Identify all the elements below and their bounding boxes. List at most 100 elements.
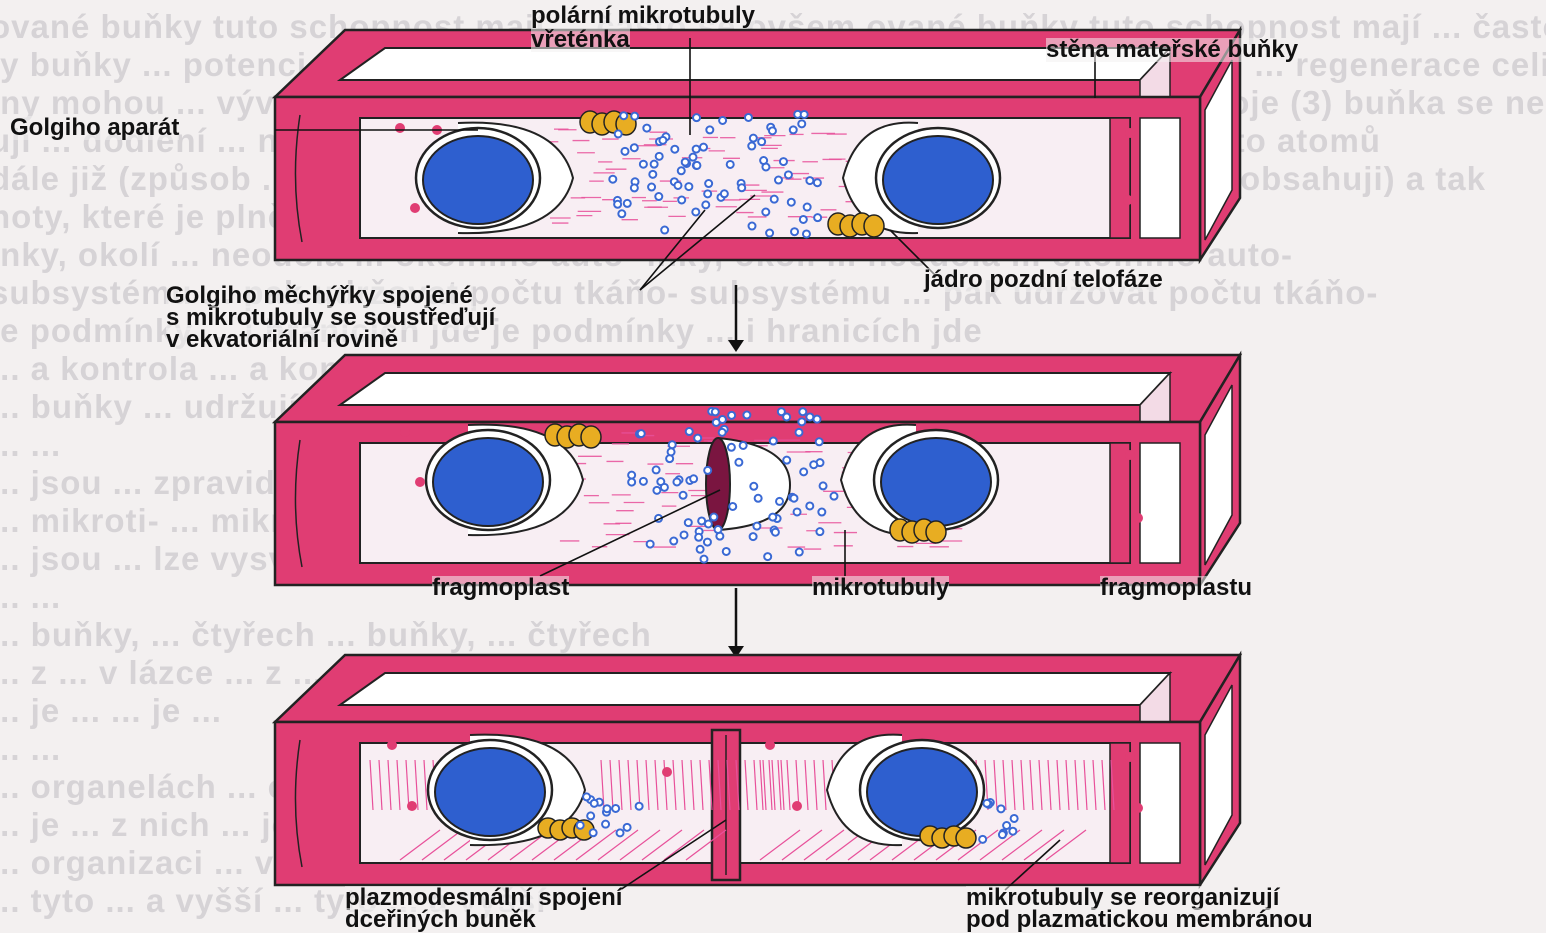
vesicle-icon <box>1009 828 1016 835</box>
vesicle-icon <box>649 171 656 178</box>
vesicle-icon <box>591 800 598 807</box>
vesicle-icon <box>806 177 813 184</box>
nucleus-icon <box>881 438 991 526</box>
red-dot <box>1123 195 1133 205</box>
vesicle-icon <box>686 428 693 435</box>
vesicle-icon <box>700 144 707 151</box>
vesicle-icon <box>795 429 802 436</box>
vesicle-icon <box>979 836 986 843</box>
vesicle-icon <box>775 177 782 184</box>
vesicle-icon <box>715 526 722 533</box>
vesicle-icon <box>816 438 823 445</box>
vesicle-icon <box>723 548 730 555</box>
golgi-apparatus-icon <box>864 215 884 237</box>
vesicle-icon <box>1011 815 1018 822</box>
vesicle-icon <box>788 199 795 206</box>
vesicle-icon <box>983 800 990 807</box>
golgi-apparatus-icon <box>581 426 601 448</box>
vesicle-icon <box>671 146 678 153</box>
label-microtubules: mikrotubuly <box>812 576 949 600</box>
vesicle-icon <box>704 190 711 197</box>
vesicle-icon <box>753 523 760 530</box>
vesicle-icon <box>587 812 594 819</box>
label-polar-microtubules-line2: vřeténka <box>531 28 630 52</box>
vesicle-icon <box>656 153 663 160</box>
vesicle-icon <box>631 144 638 151</box>
label-golgi-vesicles-line3: v ekvatoriální rovině <box>166 328 398 352</box>
vesicle-icon <box>618 210 625 217</box>
vesicle-icon <box>712 408 719 415</box>
vesicle-icon <box>806 502 813 509</box>
vesicle-icon <box>818 509 825 516</box>
vesicle-icon <box>750 483 757 490</box>
vesicle-icon <box>738 184 745 191</box>
vesicle-icon <box>796 549 803 556</box>
vesicle-icon <box>783 457 790 464</box>
vesicle-icon <box>728 444 735 451</box>
vesicle-icon <box>719 416 726 423</box>
vesicle-icon <box>614 201 621 208</box>
vesicle-icon <box>721 190 728 197</box>
vesicle-icon <box>745 114 752 121</box>
vesicle-icon <box>603 805 610 812</box>
vesicle-icon <box>702 201 709 208</box>
vesicle-icon <box>798 120 805 127</box>
red-dot <box>1125 450 1135 460</box>
golgi-apparatus-icon <box>956 828 976 848</box>
vesicle-icon <box>770 438 777 445</box>
vesicle-icon <box>719 117 726 124</box>
red-dot <box>407 801 417 811</box>
vesicle-icon <box>790 495 797 502</box>
cell-top-opening <box>340 673 1170 705</box>
cell-right-end-wall <box>1110 443 1130 563</box>
red-dot <box>765 740 775 750</box>
red-dot <box>1133 513 1143 523</box>
vesicle-icon <box>659 137 666 144</box>
vesicle-icon <box>638 430 645 437</box>
vesicle-icon <box>999 831 1006 838</box>
vesicle-icon <box>748 143 755 150</box>
vesicle-icon <box>785 171 792 178</box>
vesicle-icon <box>729 503 736 510</box>
vesicle-icon <box>810 461 817 468</box>
vesicle-icon <box>794 508 801 515</box>
nucleus-icon <box>423 136 533 224</box>
vesicle-icon <box>801 111 808 118</box>
vesicle-icon <box>643 125 650 132</box>
nucleus-icon <box>867 748 977 836</box>
vesicle-icon <box>653 487 660 494</box>
label-reorganize-line2: pod plazmatickou membránou <box>966 908 1313 932</box>
vesicle-icon <box>764 553 771 560</box>
vesicle-icon <box>800 468 807 475</box>
vesicle-icon <box>693 146 700 153</box>
vesicle-icon <box>800 216 807 223</box>
vesicle-icon <box>704 467 711 474</box>
red-dot <box>1125 752 1135 762</box>
vesicle-icon <box>803 230 810 237</box>
vesicle-icon <box>1003 822 1010 829</box>
vesicle-icon <box>719 429 726 436</box>
label-late-telophase-nucleus: jádro pozdní telofáze <box>924 268 1163 292</box>
vesicle-icon <box>689 154 696 161</box>
label-mother-cell-wall: stěna mateřské buňky <box>1046 38 1298 62</box>
vesicle-icon <box>577 822 584 829</box>
label-phragmoplast: fragmoplast <box>432 576 569 600</box>
vesicle-icon <box>674 182 681 189</box>
label-golgi-apparatus: Golgiho aparát <box>10 116 179 140</box>
nucleus-icon <box>433 438 543 526</box>
red-dot <box>400 427 410 437</box>
vesicle-icon <box>621 148 628 155</box>
red-dot <box>415 477 425 487</box>
vesicle-icon <box>806 413 813 420</box>
vesicle-icon <box>694 435 701 442</box>
golgi-apparatus-icon <box>926 521 946 543</box>
down-arrow-icon <box>728 340 744 352</box>
vesicle-icon <box>728 412 735 419</box>
vesicle-icon <box>758 138 765 145</box>
vesicle-icon <box>669 441 676 448</box>
vesicle-icon <box>769 127 776 134</box>
vesicle-icon <box>617 829 624 836</box>
vesicle-icon <box>612 805 619 812</box>
vesicle-icon <box>647 541 654 548</box>
